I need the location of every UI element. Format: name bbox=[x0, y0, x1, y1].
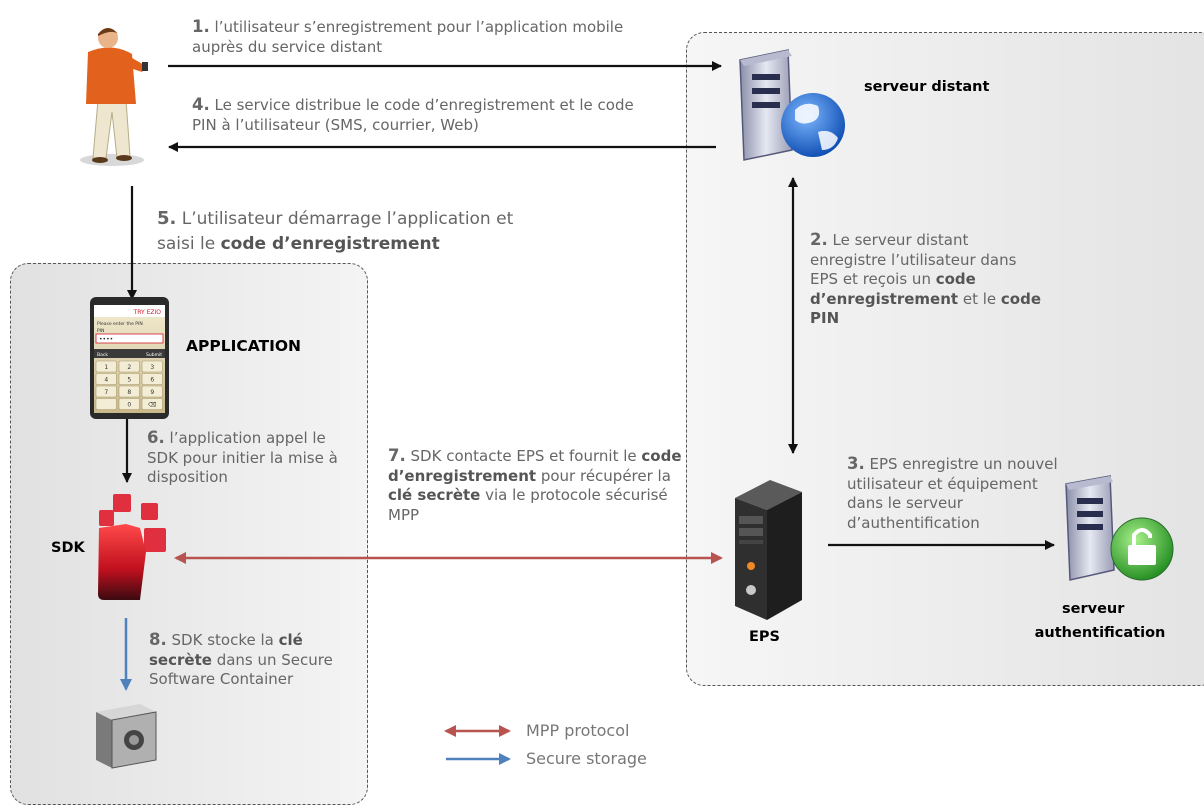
eps-label: EPS bbox=[749, 629, 780, 645]
app-pin-label: PIN bbox=[97, 328, 104, 334]
step-8-text: 8. SDK stocke la clé secrète dans un Sec… bbox=[149, 630, 354, 690]
keypad-key-label: 0 bbox=[127, 402, 131, 409]
auth-server-label-2: authentification bbox=[1034, 625, 1166, 641]
server-globe-icon bbox=[739, 49, 845, 161]
step-5-bold: code d’enregistrement bbox=[220, 234, 440, 254]
step-7-bold-2: clé secrète bbox=[388, 486, 481, 504]
step-3-description: EPS enregistre un nouvel utilisateur et … bbox=[847, 455, 1058, 532]
sdk-label: SDK bbox=[51, 540, 85, 556]
step-2-bold-1: code d’enregistrement bbox=[810, 270, 976, 308]
keypad-key-label: ⌫ bbox=[147, 402, 156, 409]
step-7-bold-1: code d’enregistrement bbox=[388, 447, 682, 485]
step-8-description: SDK stocke la bbox=[171, 631, 274, 649]
step-8-description-2: dans un Secure Software Container bbox=[149, 650, 333, 689]
step-8-bold: clé secrète bbox=[149, 631, 303, 669]
keypad-key-label: 1 bbox=[104, 364, 108, 371]
legend-storage-label: Secure storage bbox=[526, 749, 647, 768]
step-7-text: 7. SDK contacte EPS et fournit le code d… bbox=[388, 446, 688, 525]
application-label: APPLICATION bbox=[186, 337, 302, 355]
app-prompt-text: Please enter the PIN bbox=[97, 321, 143, 327]
mobile-app-keypad-icon: TRY EZIO Please enter the PIN PIN •••• B… bbox=[90, 297, 169, 419]
sdk-phone-icon bbox=[98, 494, 166, 600]
step-5-number: 5. bbox=[157, 208, 177, 229]
legend-mpp-label: MPP protocol bbox=[526, 721, 630, 740]
device-zone bbox=[10, 263, 368, 805]
keypad-key-label: 5 bbox=[127, 377, 131, 384]
keypad-key-label: 9 bbox=[150, 389, 154, 396]
step-6-number: 6. bbox=[147, 428, 165, 447]
person-with-phone-icon bbox=[80, 28, 148, 166]
keypad-key bbox=[141, 360, 163, 373]
keypad-key-label: 4 bbox=[104, 377, 108, 384]
step-4-text: 4. Le service distribue le code d’enregi… bbox=[192, 95, 642, 135]
keypad-key bbox=[141, 373, 163, 385]
auth-server-label-1: serveur bbox=[1062, 601, 1125, 617]
keypad-key-label: 2 bbox=[127, 364, 131, 371]
app-submit-text: Submit bbox=[146, 352, 162, 358]
tower-server-icon bbox=[735, 480, 802, 620]
step-4-description: Le service distribue le code d’enregistr… bbox=[192, 96, 634, 134]
app-pin-value: •••• bbox=[99, 336, 113, 343]
step-6-text: 6. l’application appel le SDK pour initi… bbox=[147, 428, 352, 488]
keypad-key bbox=[118, 360, 140, 373]
step-5-description: L’utilisateur démarrage l’application et… bbox=[157, 209, 514, 254]
keypad-key bbox=[95, 385, 117, 398]
remote-server-label: serveur distant bbox=[864, 79, 990, 95]
step-1-number: 1. bbox=[192, 17, 210, 36]
step-3-text: 3. EPS enregistre un nouvel utilisateur … bbox=[847, 454, 1062, 533]
keypad-key-label: 3 bbox=[150, 364, 154, 371]
step-3-number: 3. bbox=[847, 454, 865, 473]
step-6-description: l’application appel le SDK pour initier … bbox=[147, 429, 338, 486]
app-back-text: Back bbox=[97, 352, 108, 358]
safe-vault-icon bbox=[96, 704, 157, 769]
step-7-number: 7. bbox=[388, 446, 406, 465]
step-4-number: 4. bbox=[192, 95, 210, 114]
keypad-key bbox=[118, 398, 140, 410]
keypad-key-label: 6 bbox=[150, 377, 154, 384]
keypad-key-label: 7 bbox=[104, 389, 108, 396]
server-lock-icon bbox=[1065, 475, 1174, 581]
step-1-description: l’utilisateur s’enregistrement pour l’ap… bbox=[192, 18, 624, 56]
keypad-grid: 1 2 3 4 5 6 7 8 9 0 ⌫ bbox=[95, 360, 163, 410]
keypad-key bbox=[118, 373, 140, 385]
keypad-key bbox=[141, 385, 163, 398]
keypad-key bbox=[118, 385, 140, 398]
step-8-number: 8. bbox=[149, 630, 167, 649]
keypad-key-label: 8 bbox=[127, 389, 131, 396]
keypad-key bbox=[95, 360, 117, 373]
keypad-key bbox=[141, 398, 163, 410]
step-2-number: 2. bbox=[810, 230, 828, 249]
step-2-description: Le serveur distant enregistre l’utilisat… bbox=[810, 231, 1017, 288]
step-7-description: SDK contacte EPS et fournit le bbox=[410, 447, 637, 465]
step-1-text: 1. l’utilisateur s’enregistrement pour l… bbox=[192, 17, 632, 57]
keypad-key bbox=[95, 373, 117, 385]
step-7-description-3: via le protocole sécurisé MPP bbox=[388, 486, 668, 524]
step-2-bold-2: code PIN bbox=[810, 289, 1042, 328]
step-5-text: 5. L’utilisateur démarrage l’application… bbox=[157, 206, 537, 257]
app-header-text: TRY EZIO bbox=[133, 309, 162, 316]
step-7-description-2: pour récupérer la bbox=[540, 466, 671, 485]
step-2-description-2: et le bbox=[962, 289, 997, 308]
keypad-key bbox=[95, 398, 117, 410]
step-2-text: 2. Le serveur distant enregistre l’utili… bbox=[810, 230, 1042, 329]
